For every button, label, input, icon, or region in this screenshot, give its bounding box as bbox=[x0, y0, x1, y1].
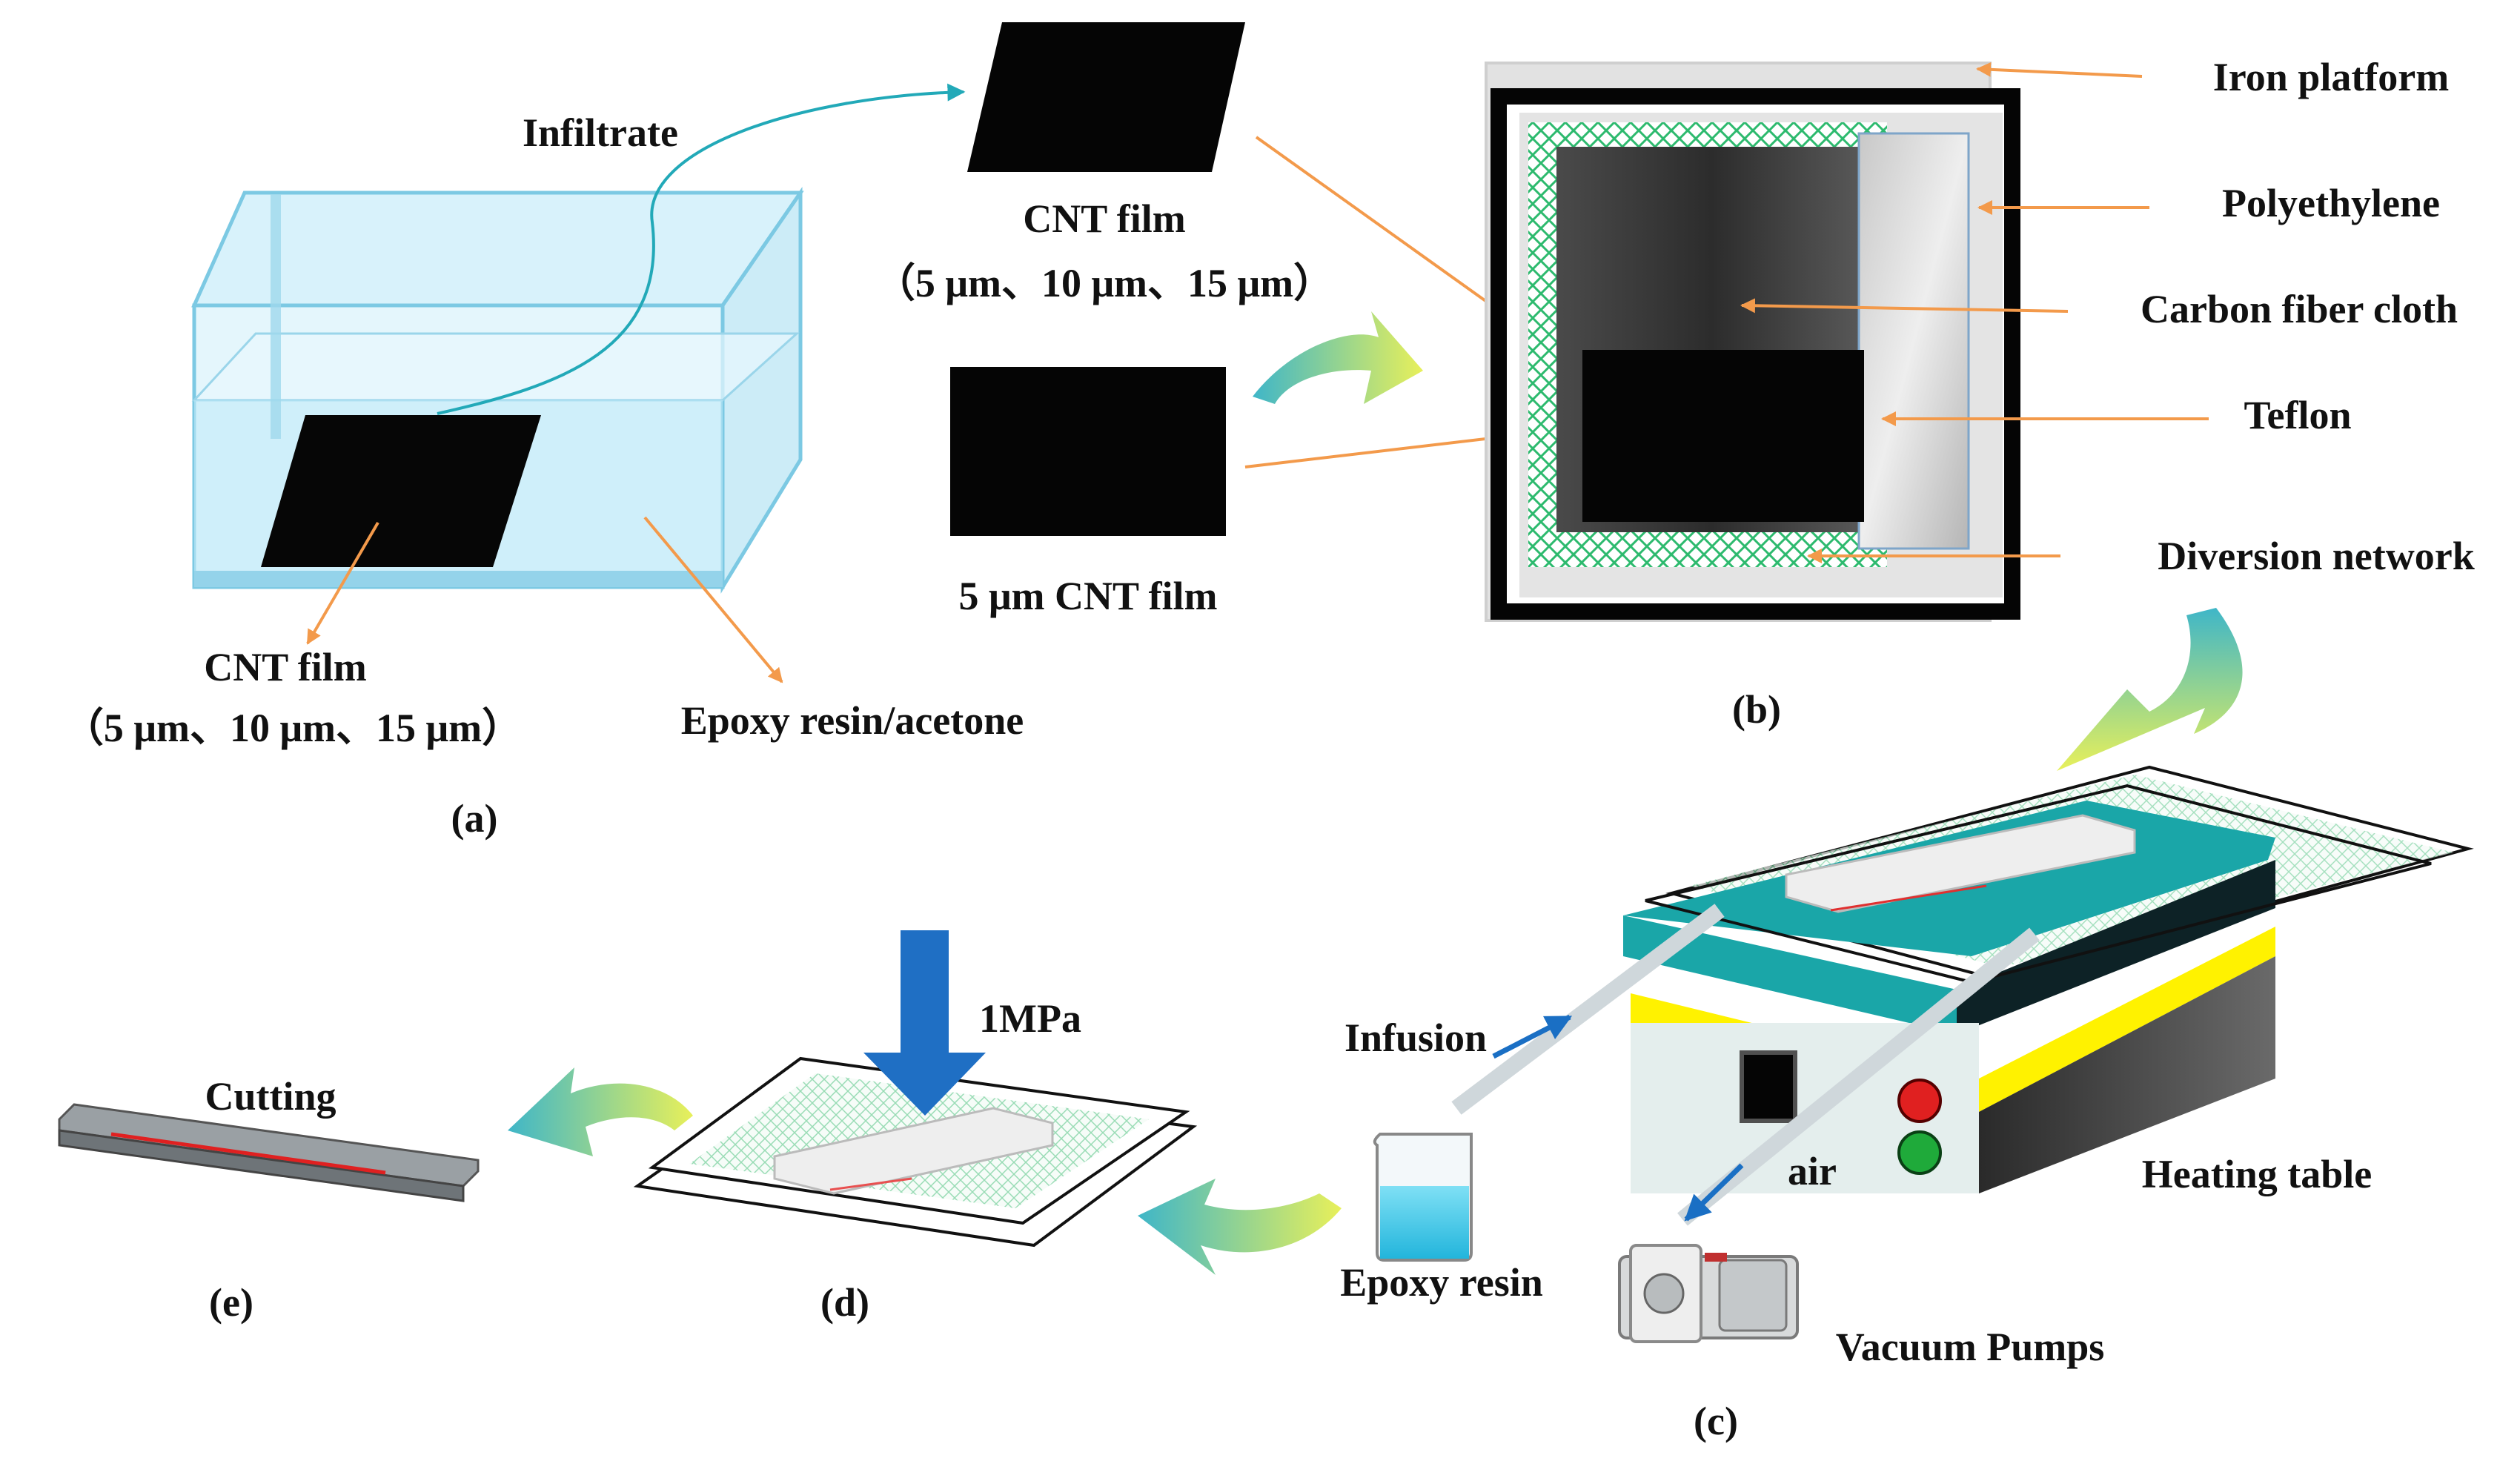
polyethylene-label: Polyethylene bbox=[2222, 181, 2440, 225]
air-flow-arrow bbox=[1684, 1163, 1744, 1222]
beaker-icon bbox=[1373, 1133, 1473, 1262]
e-caption: (e) bbox=[209, 1280, 253, 1325]
heater-door bbox=[1740, 1050, 1797, 1123]
carbon-fiber-label: Carbon fiber cloth bbox=[2141, 287, 2458, 331]
heating-table-label: Heating table bbox=[2142, 1152, 2372, 1196]
solution-pointer bbox=[643, 516, 783, 683]
vacuum-pump-icon bbox=[1618, 1244, 1799, 1343]
carbon-cloth-pointer bbox=[1740, 298, 2069, 314]
d-caption: (d) bbox=[820, 1280, 869, 1325]
infusion-flow-arrow bbox=[1492, 1014, 1573, 1059]
cnt-film-parallelogram bbox=[967, 22, 1245, 172]
a-solution-label: Epoxy resin/acetone bbox=[681, 698, 1024, 743]
pressure-arrow bbox=[863, 930, 986, 1116]
press-assembly bbox=[633, 1056, 1198, 1248]
heating-table bbox=[1623, 765, 2474, 1193]
thin-cnt-film bbox=[950, 367, 1226, 536]
infusion-to-press-arrow bbox=[1138, 1179, 1342, 1275]
cut-specimen bbox=[58, 1103, 480, 1202]
diversion-label: Diversion network bbox=[2158, 534, 2474, 578]
c-caption: (c) bbox=[1694, 1399, 1738, 1443]
cnt-film-pointer bbox=[306, 521, 379, 645]
green-indicator bbox=[1897, 1130, 1942, 1175]
b-cnt-film bbox=[1582, 350, 1864, 522]
a-cnt-film-label: CNT film bbox=[204, 645, 367, 689]
a-cnt-thickness: （5 μm、10 μm、15 μm） bbox=[64, 706, 522, 750]
iron-platform-label: Iron platform bbox=[2213, 55, 2450, 99]
layup-panel bbox=[1485, 62, 2020, 622]
red-indicator bbox=[1897, 1079, 1942, 1123]
cutting-label: Cutting bbox=[205, 1074, 336, 1119]
glass-tank bbox=[191, 186, 804, 594]
epoxy-resin-label: Epoxy resin bbox=[1340, 1260, 1543, 1305]
vacuum-tube bbox=[1677, 927, 2040, 1226]
b-caption: (b) bbox=[1732, 687, 1781, 732]
infusion-tube bbox=[1451, 904, 1725, 1115]
thin-film-label: 5 μm CNT film bbox=[958, 574, 1217, 618]
teflon-sheet bbox=[1857, 132, 1970, 550]
press-to-cut-arrow bbox=[508, 1067, 693, 1156]
teflon-label: Teflon bbox=[2244, 393, 2351, 437]
air-label: air bbox=[1788, 1149, 1837, 1193]
immersed-cnt-film bbox=[261, 415, 541, 567]
layup-to-heater-arrow bbox=[2057, 608, 2243, 771]
films-cnt-film-label: CNT film bbox=[1023, 196, 1186, 241]
films-cnt-thickness: （5 μm、10 μm、15 μm） bbox=[875, 261, 1333, 305]
iron-platform-pointer bbox=[1976, 62, 2143, 78]
films-to-layup-arrow bbox=[1253, 311, 1423, 404]
infiltrate-arrow bbox=[437, 83, 966, 415]
a-caption: (a) bbox=[451, 796, 498, 841]
vacuum-pumps-label: Vacuum Pumps bbox=[1836, 1325, 2105, 1369]
pressure-label: 1MPa bbox=[979, 996, 1081, 1041]
infiltrate-label: Infiltrate bbox=[523, 110, 678, 155]
infusion-label: Infusion bbox=[1344, 1016, 1487, 1060]
